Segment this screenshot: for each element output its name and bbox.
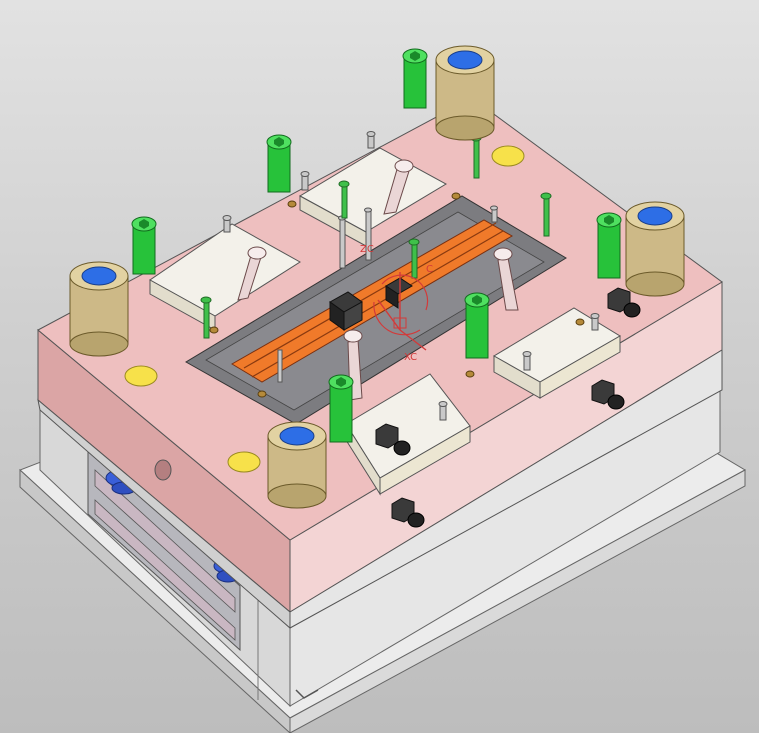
- hex-socket-screw-icon[interactable]: [402, 48, 428, 109]
- angle-pin-top[interactable]: [383, 159, 414, 215]
- guide-bushing-icon[interactable]: [625, 201, 685, 297]
- water-fitting-icon[interactable]: [607, 287, 641, 318]
- runner-channel: [231, 219, 513, 383]
- locating-pins: [222, 131, 600, 421]
- wcs-triad-icon[interactable]: XC ZC C: [360, 244, 433, 363]
- datum-markers: [124, 145, 525, 473]
- insert-bottom-center[interactable]: [345, 373, 471, 496]
- axis-x-label: XC: [404, 352, 417, 363]
- water-fitting-icon[interactable]: [375, 423, 411, 456]
- water-fitting-icon[interactable]: [591, 379, 625, 410]
- cooling-fittings[interactable]: [375, 287, 641, 528]
- a-plate[interactable]: [37, 281, 723, 630]
- hex-socket-screw-icon[interactable]: [596, 212, 622, 279]
- socket-screws[interactable]: [131, 48, 622, 443]
- guide-bushing-icon[interactable]: [435, 45, 495, 141]
- axis-z-label: ZC: [360, 244, 374, 255]
- water-fitting-icon[interactable]: [391, 497, 425, 528]
- hex-socket-screw-icon[interactable]: [266, 134, 292, 193]
- edge-screws: [209, 192, 585, 398]
- corner-mark: [295, 689, 319, 699]
- angle-pin-left[interactable]: [237, 246, 267, 301]
- hex-socket-screw-icon[interactable]: [464, 292, 490, 359]
- sprue-hole: [154, 459, 172, 481]
- guide-bushing-icon[interactable]: [267, 421, 327, 509]
- hex-socket-screw-icon[interactable]: [131, 216, 157, 275]
- axis-y-label: C: [426, 264, 433, 275]
- guide-bushings[interactable]: [69, 45, 685, 509]
- angle-pin-right[interactable]: [493, 247, 519, 311]
- hex-socket-screw-icon[interactable]: [328, 374, 354, 443]
- sprue-bushing[interactable]: [329, 277, 413, 331]
- guide-bushing-icon[interactable]: [69, 261, 129, 357]
